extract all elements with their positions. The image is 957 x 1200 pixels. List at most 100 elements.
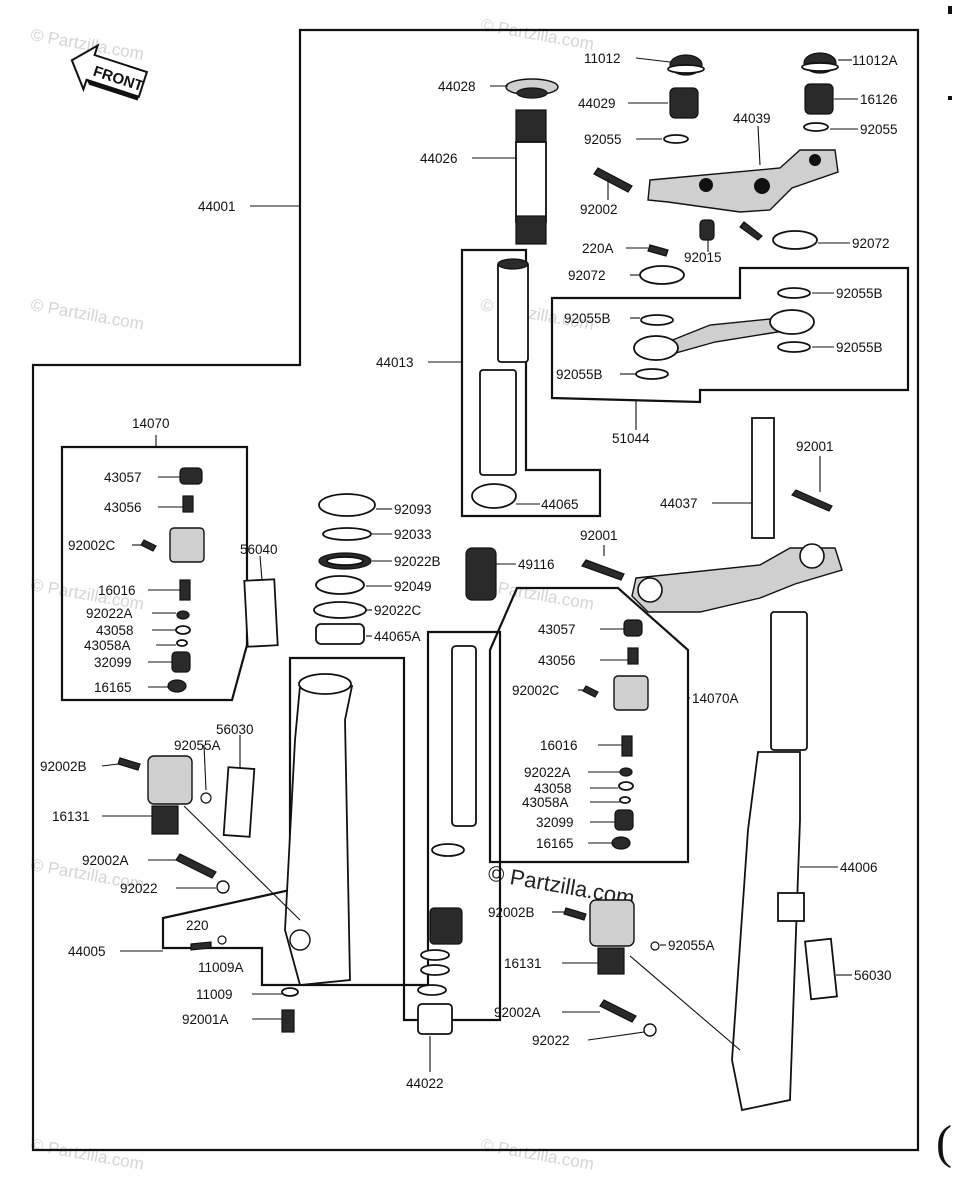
label-92055B: 92055B	[836, 340, 883, 355]
label-43058: 43058	[96, 623, 134, 638]
edge-bracket-glyph: (	[936, 1116, 952, 1169]
label-16131: 16131	[52, 809, 90, 824]
label-44065A: 44065A	[374, 629, 421, 644]
label-44022: 44022	[406, 1076, 444, 1091]
edge-mark	[948, 6, 952, 14]
label-44037: 44037	[660, 496, 698, 511]
label-92055: 92055	[860, 122, 898, 137]
label-92002B: 92002B	[488, 905, 535, 920]
spring-44026	[515, 109, 547, 145]
label-32099: 32099	[94, 655, 132, 670]
damper-49116	[465, 547, 497, 601]
label-44001: 44001	[198, 199, 236, 214]
leader-lines	[101, 57, 858, 1072]
edge-mark	[948, 96, 952, 100]
fork-leg-44006	[731, 751, 801, 1112]
label-56030: 56030	[854, 968, 892, 983]
label-92002A: 92002A	[82, 853, 129, 868]
fork-tube-right	[770, 611, 808, 751]
label-16165: 16165	[536, 836, 574, 851]
label-44028: 44028	[438, 79, 476, 94]
lower-bracket	[631, 547, 843, 613]
label-92002B: 92002B	[40, 759, 87, 774]
label-92055: 92055	[584, 132, 622, 147]
label-43056: 43056	[538, 653, 576, 668]
clamp-92072-right	[772, 230, 818, 250]
adjuster-44029	[669, 87, 699, 119]
label-92049: 92049	[394, 579, 432, 594]
valve-16131-right	[589, 899, 635, 947]
label-43056: 43056	[104, 500, 142, 515]
label-49116: 49116	[518, 557, 555, 572]
label-14070: 14070	[132, 416, 170, 431]
label-44065: 44065	[541, 497, 579, 512]
label-92022A: 92022A	[524, 765, 571, 780]
label-43058: 43058	[534, 781, 572, 796]
label-43058A: 43058A	[522, 795, 569, 810]
label-92001A: 92001A	[182, 1012, 229, 1027]
watermark: © Partzilla.com	[29, 1135, 145, 1174]
label-92022: 92022	[532, 1033, 570, 1048]
label-92015: 92015	[684, 250, 722, 265]
label-11012A: 11012A	[852, 53, 898, 68]
label-43058A: 43058A	[84, 638, 131, 653]
label-92002C: 92002C	[512, 683, 560, 698]
label-220A: 220A	[582, 241, 614, 256]
label-43057: 43057	[104, 470, 142, 485]
box-14070A	[488, 586, 690, 864]
tube-44013	[497, 261, 529, 363]
outer-frame	[31, 28, 920, 1152]
box-51044	[550, 266, 910, 404]
label-44006: 44006	[840, 860, 878, 875]
label-92022A: 92022A	[86, 606, 133, 621]
label-92002A: 92002A	[494, 1005, 541, 1020]
adjuster-16126	[804, 83, 834, 115]
label-92055B: 92055B	[564, 311, 611, 326]
bushing-44065	[471, 483, 517, 509]
label-11009: 11009	[196, 987, 233, 1002]
box-44013	[460, 248, 602, 518]
label-220: 220	[186, 918, 209, 933]
watermark: © Partzilla.com	[479, 1135, 595, 1174]
label-56030: 56030	[216, 722, 254, 737]
label-92055A: 92055A	[174, 738, 221, 753]
watermark: © Partzilla.com	[479, 15, 595, 54]
bolt-92002	[593, 167, 633, 193]
bracket-44039	[647, 149, 839, 213]
label-92055B: 92055B	[556, 367, 603, 382]
clamp-92072-left	[639, 265, 685, 285]
label-44013: 44013	[376, 355, 414, 370]
label-16126: 16126	[860, 92, 898, 107]
label-92022B: 92022B	[394, 554, 441, 569]
label-92055B: 92055B	[836, 286, 883, 301]
label-16016: 16016	[540, 738, 578, 753]
valve-16131-left	[147, 755, 193, 805]
watermark: © Partzilla.com	[479, 575, 595, 614]
label-92055A: 92055A	[668, 938, 715, 953]
label-92093: 92093	[394, 502, 432, 517]
label-56040: 56040	[240, 542, 278, 557]
box-14070	[60, 445, 249, 702]
label-92072: 92072	[568, 268, 606, 283]
fork-leg-44005	[284, 685, 354, 986]
label-92002: 92002	[580, 202, 618, 217]
label-92022C: 92022C	[374, 603, 422, 618]
label-11012: 11012	[584, 51, 621, 66]
box-44005	[161, 656, 406, 987]
label-14070A: 14070A	[692, 691, 739, 706]
label-92072: 92072	[852, 236, 890, 251]
label-44005: 44005	[68, 944, 106, 959]
part-labels: 11012 11012A 44028 44029 16126 92055 920…	[40, 51, 898, 1091]
label-92022: 92022	[120, 881, 158, 896]
label-16131: 16131	[504, 956, 542, 971]
label-11009A: 11009A	[198, 960, 244, 975]
front-arrow: FRONT	[70, 43, 149, 101]
label-92001: 92001	[796, 439, 834, 454]
rod-44022	[451, 645, 477, 827]
label-51044: 51044	[612, 431, 650, 446]
label-44026: 44026	[420, 151, 458, 166]
label-32099: 32099	[536, 815, 574, 830]
label-92033: 92033	[394, 527, 432, 542]
steering-stem-44037	[751, 417, 775, 539]
